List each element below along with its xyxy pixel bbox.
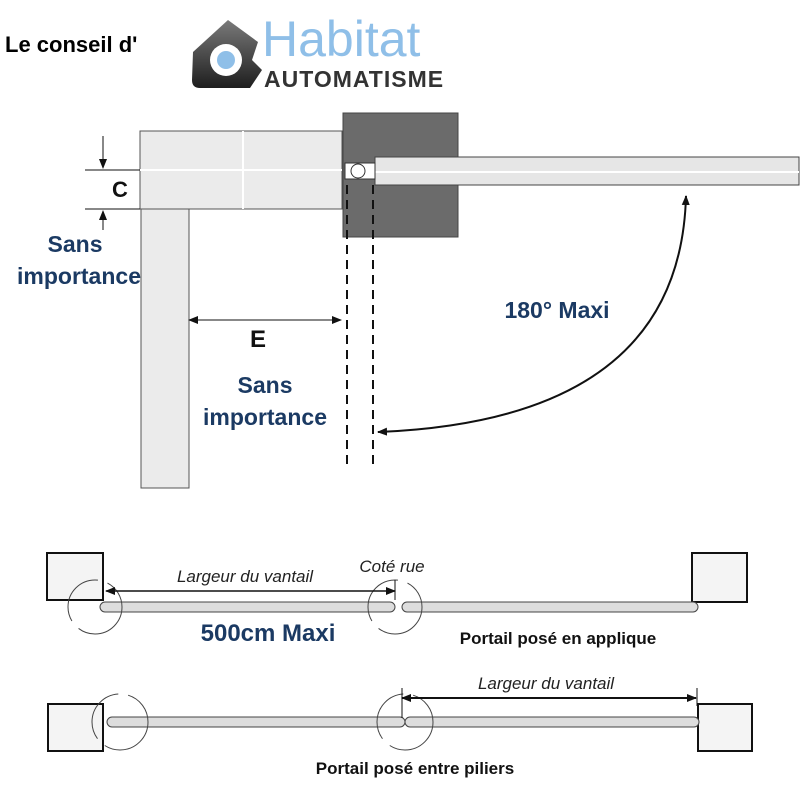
gate-leaf-left (99, 601, 396, 613)
label-max-width: 500cm Maxi (200, 620, 336, 647)
label-c: C (112, 177, 128, 202)
side-wall (140, 208, 190, 489)
logo-word-automatisme: AUTOMATISME (264, 66, 445, 92)
gate-leaf-right (401, 601, 699, 613)
caption-applique: Portail posé en applique (459, 629, 657, 648)
label-sans-importance-2a: Sans (237, 372, 293, 398)
pillar-right (691, 552, 748, 603)
gate-leaf-left (106, 716, 406, 728)
label-sans-importance-1a: Sans (47, 231, 103, 257)
label-sans-importance-2b: importance (203, 404, 327, 430)
label-cote-rue: Coté rue (359, 557, 425, 576)
logo-word-habitat: Habitat (262, 11, 421, 67)
label-angle: 180° Maxi (504, 297, 610, 323)
label-sans-importance-1b: importance (17, 263, 141, 289)
pillar-left (46, 552, 104, 601)
gate-leaf-right (404, 716, 700, 728)
hinge-icon (350, 163, 366, 179)
opening-angle-arc (377, 195, 690, 436)
pillar-left (47, 703, 104, 752)
pillar-right (697, 703, 753, 752)
label-largeur-1: Largeur du vantail (176, 567, 314, 586)
label-largeur-2: Largeur du vantail (477, 674, 615, 693)
intro-text: Le conseil d' (5, 32, 138, 57)
caption-entre-piliers: Portail posé entre piliers (315, 759, 515, 778)
label-e: E (249, 326, 267, 353)
